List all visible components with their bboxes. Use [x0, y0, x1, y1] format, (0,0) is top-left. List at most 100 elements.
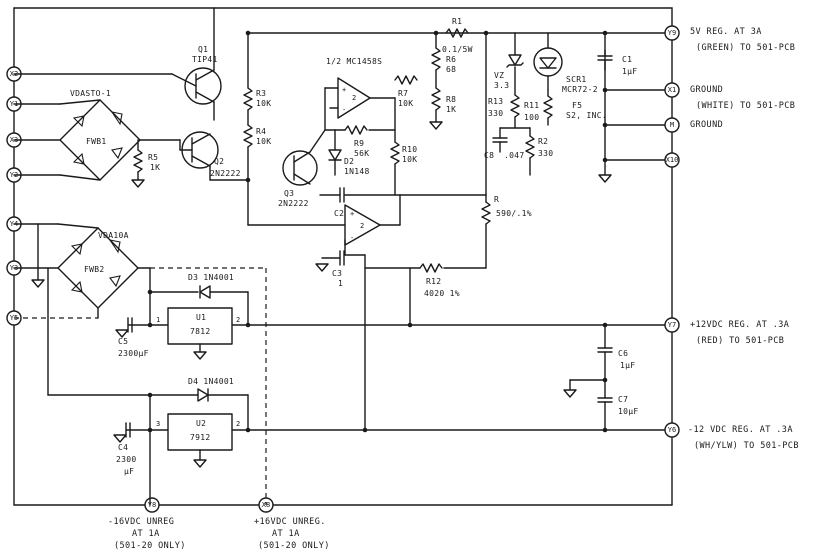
- c7-value: 10µF: [618, 407, 638, 416]
- c2-label: C2: [334, 209, 344, 218]
- y7-label-line1: +12VDC REG. AT .3A: [690, 320, 789, 330]
- fwb1-label: FWB1: [86, 137, 106, 146]
- resistor-r2: R2 330: [525, 127, 553, 176]
- svg-text:+: +: [350, 210, 354, 218]
- y9-label-line2: (GREEN) TO 501-PCB: [696, 43, 795, 53]
- d2-value: 1N148: [344, 167, 370, 176]
- resistor-r12: R12 4020 1%: [364, 263, 487, 298]
- terminal-x10: X10: [664, 152, 680, 168]
- scr-thyristor: SCR1 MCR72-2: [533, 32, 598, 94]
- c1-label: C1: [622, 55, 632, 64]
- terminal-x10-label: X10: [666, 156, 679, 164]
- q3-label: Q3: [284, 189, 294, 198]
- opamp-top-num: 2: [352, 94, 356, 102]
- capacitor-c5: C5 2300µF: [115, 317, 151, 358]
- r9-value: 56K: [354, 149, 369, 158]
- r4-value: 10K: [256, 137, 271, 146]
- fuse-value: S2, INC.: [566, 111, 607, 120]
- diode-d2: D2 1N148: [328, 129, 370, 176]
- c3-label: C3: [332, 269, 342, 278]
- capacitor-c1: C1 1µF: [597, 32, 637, 183]
- r7-value: 10K: [398, 99, 413, 108]
- resistor-r4: R4 10K: [243, 124, 346, 226]
- r7-label: R7: [398, 89, 408, 98]
- fuse-f5: F5 S2, INC.: [566, 101, 607, 120]
- u2-label: U2: [196, 419, 206, 428]
- resistor-r13: R13 330: [488, 94, 520, 129]
- r8-value: 1K: [446, 105, 456, 114]
- resistor-r-precision: R 590/.1%: [481, 194, 532, 269]
- opamp-lower: + - 2: [344, 194, 401, 431]
- svg-text:-: -: [350, 234, 354, 242]
- r1-label: R1: [452, 17, 462, 26]
- r13-value: 330: [488, 109, 503, 118]
- terminal-y9-label: Y9: [668, 29, 676, 37]
- resistor-r7: R7 10K: [394, 75, 418, 108]
- u1-pin1: 1: [156, 316, 160, 324]
- terminal-y7-label: Y7: [668, 321, 676, 329]
- bridge-rectifier-fwb2: FWB2 VDA10A: [13, 223, 151, 396]
- capacitor-c3: C3 1: [315, 250, 345, 288]
- r1-value: 0.1/5W: [442, 45, 473, 54]
- zener-vz: VZ 3.3: [494, 32, 524, 96]
- x1-label-line1: GROUND: [690, 85, 723, 95]
- c4-label: C4: [118, 443, 128, 452]
- r3-value: 10K: [256, 99, 271, 108]
- transistor-q1: Q1 TIP41: [171, 7, 222, 105]
- r5-value: 1K: [150, 163, 160, 172]
- r12-value: 4020 1%: [424, 289, 460, 298]
- opamp-top: + - 2 1/2 MC1458S: [324, 57, 396, 131]
- r11-value: 100: [524, 113, 539, 122]
- x8-label-line3: (501-20 ONLY): [258, 541, 330, 551]
- r4-label: R4: [256, 127, 266, 136]
- u2-pin3: 3: [156, 420, 160, 428]
- opamp-lower-num: 2: [360, 222, 364, 230]
- r2-label: R2: [538, 137, 548, 146]
- c8-label: C8: [484, 151, 494, 160]
- capacitor-c6: C6 1µF: [597, 324, 635, 381]
- resistor-r5: R5 1K: [131, 139, 160, 188]
- regulator-u1: U1 7812 1 2: [149, 291, 249, 360]
- svg-text:-: -: [342, 106, 346, 114]
- terminal-y9: Y9: [664, 25, 680, 41]
- d4-label: D4 1N4001: [188, 377, 234, 386]
- r9-label: R9: [354, 139, 364, 148]
- r11-label: R11: [524, 101, 539, 110]
- r2-value: 330: [538, 149, 553, 158]
- terminal-y7: Y7: [664, 317, 680, 333]
- resistor-r10: R10 10K: [390, 129, 417, 196]
- terminal-m-label: M: [670, 121, 674, 129]
- y8-label-line3: (501-20 ONLY): [114, 541, 186, 551]
- diode-d3: D3 1N4001: [149, 267, 249, 299]
- x8-label-line1: +16VDC UNREG.: [254, 517, 326, 527]
- r-precision-label: R: [494, 195, 499, 204]
- regulator-u2: U2 7912 3 2: [149, 394, 249, 468]
- q2-label: Q2: [214, 157, 224, 166]
- d2-label: D2: [344, 157, 354, 166]
- r5-label: R5: [148, 153, 158, 162]
- terminal-y8: Y8: [144, 497, 160, 513]
- terminal-y6: Y6: [664, 422, 680, 438]
- capacitor-c2: C2: [319, 187, 345, 218]
- c6-label: C6: [618, 349, 628, 358]
- fuse-label: F5: [572, 101, 582, 110]
- y7-label-line2: (RED) TO 501-PCB: [696, 336, 784, 346]
- fwb2-label: FWB2: [84, 265, 104, 274]
- m-label-line1: GROUND: [690, 120, 723, 130]
- t2-label: VDA10A: [98, 231, 129, 240]
- resistor-r3: R3 10K: [243, 32, 271, 126]
- c3-value: 1: [338, 279, 343, 288]
- u2-value: 7912: [190, 433, 210, 442]
- bridge-rectifier-fwb1: FWB1 VDASTO-1: [13, 73, 181, 181]
- u2-pin2: 2: [236, 420, 240, 428]
- x8-label-line2: AT 1A: [272, 529, 300, 539]
- q2-value: 2N2222: [210, 169, 241, 178]
- r3-label: R3: [256, 89, 266, 98]
- diode-d4: D4 1N4001: [149, 377, 249, 402]
- c8-value: .047: [504, 151, 524, 160]
- scr-value: MCR72-2: [562, 85, 598, 94]
- vz-label: VZ: [494, 71, 504, 80]
- r8-label: R8: [446, 95, 456, 104]
- c4-unit: µF: [124, 467, 134, 476]
